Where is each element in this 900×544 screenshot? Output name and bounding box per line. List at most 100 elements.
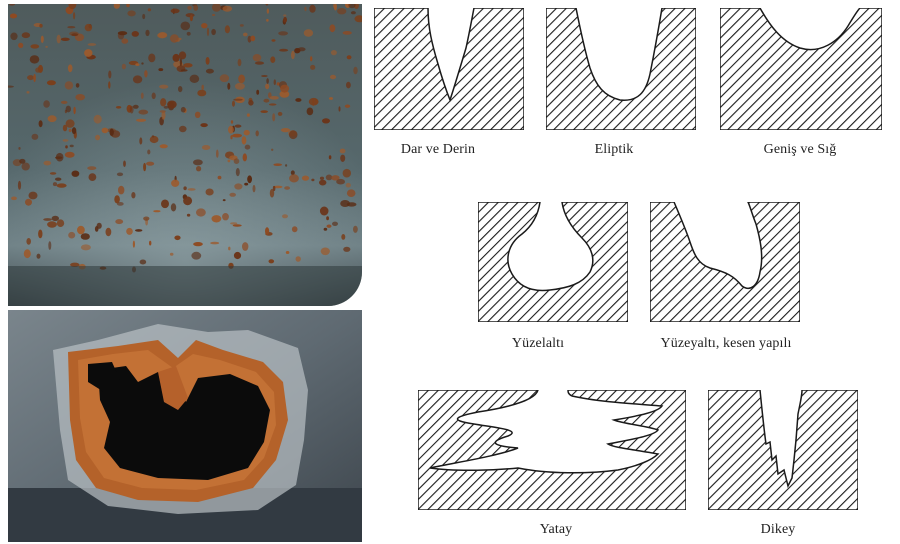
pit-subsurface-undercut-diagram — [650, 202, 800, 322]
rust-spot — [108, 71, 111, 79]
rust-spot — [232, 101, 235, 107]
rust-spot — [63, 139, 69, 142]
rust-spot — [190, 15, 193, 22]
rust-spot — [253, 185, 256, 192]
rust-spot — [33, 74, 36, 82]
rust-spot — [231, 120, 233, 123]
rust-spot — [179, 51, 186, 59]
caption-narrow-deep: Dar ve Derin — [401, 142, 475, 158]
rust-spot — [153, 210, 160, 212]
rust-spot — [270, 96, 279, 100]
rust-spot — [141, 62, 143, 64]
rust-spot — [77, 226, 85, 235]
rust-spot — [68, 64, 73, 72]
rust-spot — [284, 186, 290, 190]
rust-spot — [225, 25, 230, 33]
rust-spot — [330, 24, 336, 32]
rust-spot — [240, 24, 244, 27]
rust-spot — [118, 31, 127, 35]
rust-spot — [304, 29, 313, 36]
rust-spot — [228, 247, 230, 251]
rust-spot — [85, 24, 92, 31]
rust-spot — [158, 68, 163, 71]
rust-spot — [117, 173, 123, 177]
rust-spot — [152, 93, 156, 100]
rust-spot — [289, 130, 298, 139]
rust-spot — [229, 193, 236, 197]
rust-spot — [27, 75, 34, 80]
rust-spot — [75, 94, 85, 100]
rust-spot — [133, 105, 139, 109]
rust-spot — [72, 127, 76, 134]
rust-spot — [84, 49, 92, 57]
rust-spot — [220, 74, 229, 82]
caption-wide-shallow: Geniş ve Sığ — [764, 142, 837, 158]
rust-spot — [343, 247, 350, 252]
rust-spot — [188, 188, 196, 191]
rust-spot — [235, 83, 245, 90]
rust-spot — [18, 147, 20, 150]
rust-spot — [271, 149, 273, 151]
rust-spot — [45, 46, 48, 48]
rust-spot — [139, 110, 149, 115]
rust-spot — [195, 112, 201, 118]
rust-spot — [146, 162, 154, 166]
rust-spot — [242, 136, 247, 144]
rust-spot — [70, 145, 74, 148]
rust-spot — [57, 183, 67, 187]
rust-spot — [183, 63, 192, 67]
rust-spot — [244, 183, 248, 186]
rust-spot — [41, 36, 44, 43]
rust-spot — [255, 61, 264, 64]
rust-spot — [289, 174, 299, 182]
rust-spot — [27, 91, 30, 94]
rust-spot — [32, 134, 39, 140]
rust-spot — [193, 5, 198, 11]
rust-spot — [149, 241, 151, 246]
rust-spot — [39, 120, 43, 127]
rust-spot — [145, 30, 149, 36]
rust-spot — [170, 34, 179, 42]
rust-spot — [71, 33, 78, 36]
rust-spot — [48, 241, 51, 250]
rust-spot — [351, 11, 356, 14]
rust-spot — [353, 67, 357, 74]
rust-spot — [143, 163, 146, 171]
rust-spot — [37, 254, 41, 259]
rust-spot — [171, 180, 179, 187]
rust-spot — [282, 214, 288, 218]
rust-spot — [183, 186, 186, 190]
rust-spot — [311, 179, 314, 182]
rust-spot — [236, 168, 240, 176]
rust-spot — [223, 6, 233, 12]
rust-spot — [201, 23, 207, 28]
rust-spot — [201, 85, 204, 91]
rust-spot — [324, 228, 328, 231]
rust-spot — [53, 182, 57, 186]
rust-spot — [329, 97, 333, 100]
rust-spot — [265, 84, 269, 90]
rust-spot — [173, 54, 180, 62]
rust-spot — [285, 164, 287, 167]
rust-spot — [266, 78, 269, 84]
rust-spot — [212, 215, 222, 222]
rust-spot — [234, 252, 241, 259]
rust-spot — [88, 43, 97, 46]
rust-spot — [302, 176, 309, 181]
rust-spot — [283, 17, 287, 23]
rust-spot — [347, 202, 357, 206]
pit-vertical-diagram — [708, 390, 858, 510]
rust-spot — [18, 181, 21, 190]
rust-spot — [72, 171, 80, 177]
rust-spot — [340, 155, 345, 162]
rust-spot — [68, 232, 75, 239]
rust-spot — [210, 242, 219, 245]
rust-spot — [232, 134, 242, 138]
caption-elliptic: Eliptik — [595, 142, 634, 158]
rust-spot — [322, 118, 330, 123]
rust-spot — [43, 218, 52, 221]
rust-spot — [278, 112, 283, 116]
rust-spot — [131, 192, 135, 198]
rust-spot — [67, 26, 75, 28]
rust-spot — [319, 180, 326, 186]
